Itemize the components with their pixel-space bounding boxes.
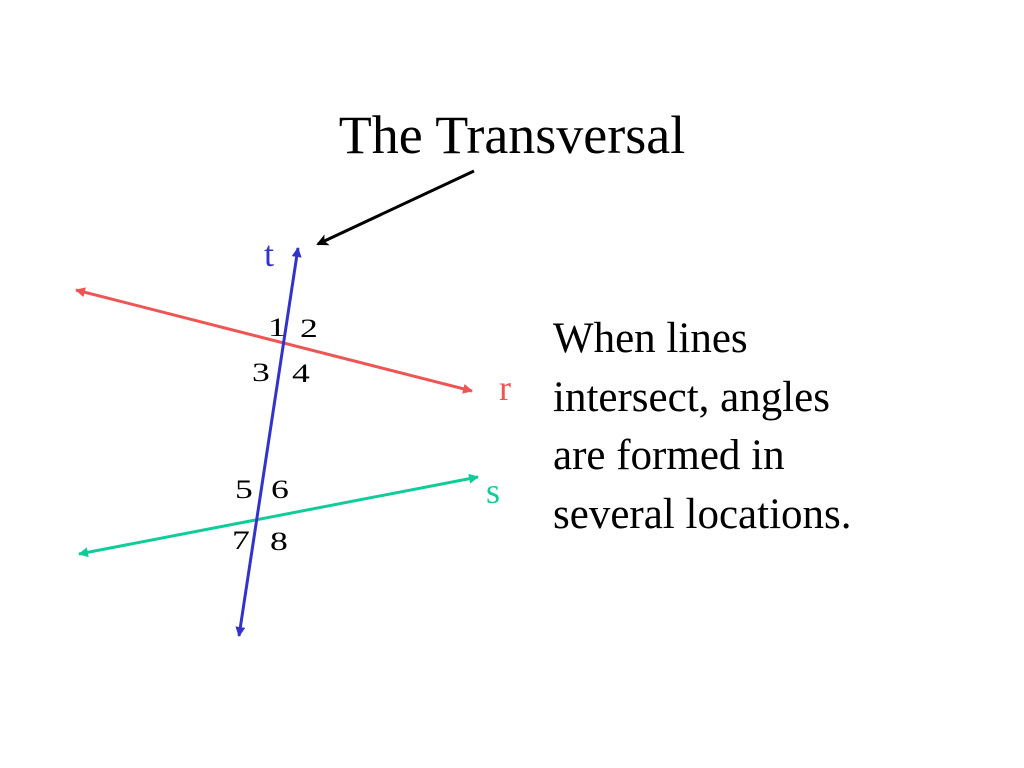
slide-title: The Transversal	[338, 105, 686, 165]
label-s: s	[486, 471, 500, 511]
angle-label-7: 7	[232, 525, 250, 554]
angle-label-4: 4	[292, 358, 310, 387]
label-t: t	[264, 234, 274, 274]
explanation-line: are formed in	[553, 432, 785, 479]
angle-label-8: 8	[270, 526, 288, 555]
angle-label-3: 3	[252, 357, 270, 386]
angle-label-2: 2	[300, 313, 318, 342]
explanation-line: When lines	[553, 315, 748, 362]
pointer-arrow	[316, 169, 475, 246]
explanation-text: When lines intersect, angles are formed …	[553, 310, 953, 544]
transversal-t	[235, 247, 302, 637]
angle-label-5: 5	[235, 474, 253, 503]
explanation-line: intersect, angles	[553, 373, 831, 421]
angle-label-6: 6	[271, 474, 289, 503]
explanation-line: several locations.	[553, 490, 852, 538]
label-r: r	[499, 368, 511, 408]
angle-label-1: 1	[268, 312, 286, 341]
